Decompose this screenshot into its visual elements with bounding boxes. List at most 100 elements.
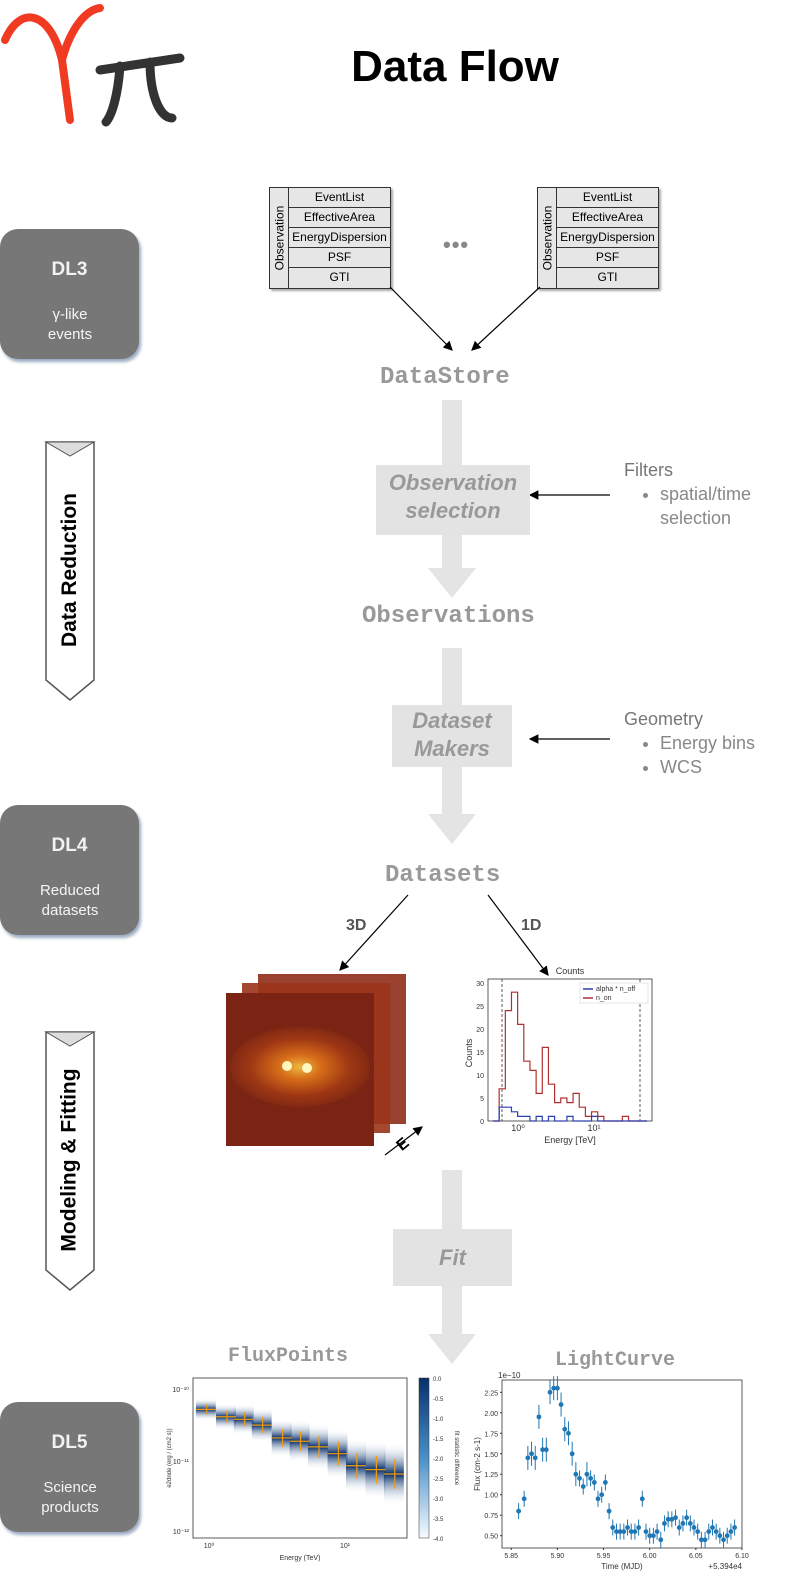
- lc-point: [569, 1451, 575, 1457]
- flux-cbar-tick: -3.5: [433, 1517, 444, 1523]
- lc-point: [724, 1533, 730, 1539]
- lc-point: [577, 1475, 582, 1481]
- lc-point: [621, 1529, 627, 1535]
- flux-ytick: 10⁻¹¹: [173, 1459, 190, 1466]
- lc-point: [728, 1529, 734, 1535]
- lc-point: [566, 1430, 571, 1436]
- counts-xtick: 10⁰: [511, 1123, 525, 1133]
- lc-ytick: 1.50: [484, 1452, 498, 1459]
- lc-scale-label: 1e−10: [498, 1371, 521, 1380]
- flux-ylabel: e2dnde (erg / (cm2 s)): [167, 1428, 173, 1487]
- arrow-1d: [487, 894, 549, 976]
- obs-row-energydispersion: EnergyDispersion: [557, 228, 658, 248]
- level-dl5: DL5 Science products: [0, 1402, 139, 1532]
- arrow-obs1-datastore: [389, 286, 453, 351]
- level-description: Reduced datasets: [39, 882, 101, 919]
- lc-point: [658, 1537, 664, 1543]
- obs-row-eventlist: EventList: [557, 188, 658, 208]
- counts-ytick: 10: [476, 1073, 484, 1080]
- lc-point: [636, 1525, 642, 1530]
- flux-cbar-tick: -1.5: [433, 1437, 444, 1443]
- obs-row-effectivearea: EffectiveArea: [557, 208, 658, 228]
- counts-ytick: 0: [480, 1119, 484, 1126]
- lc-point: [669, 1516, 675, 1522]
- filters-note: Filters spatial/time selection: [624, 458, 770, 530]
- lc-point: [558, 1402, 564, 1407]
- flux-ytick: 10⁻¹⁰: [172, 1386, 189, 1394]
- lc-point: [628, 1529, 634, 1535]
- obs-row-eventlist: EventList: [289, 188, 390, 208]
- branch-1d-label: 1D: [521, 917, 542, 934]
- observation-side-label: Observation: [538, 188, 557, 288]
- lc-point: [617, 1529, 623, 1535]
- lc-point: [580, 1484, 586, 1489]
- lc-point: [536, 1414, 542, 1420]
- lc-point: [698, 1537, 704, 1543]
- lc-ytick: 0.50: [484, 1534, 498, 1541]
- lc-point: [732, 1525, 738, 1530]
- counts-ytick: 15: [476, 1050, 484, 1057]
- flux-cbar-tick: -2.5: [433, 1477, 444, 1483]
- lc-point: [521, 1496, 527, 1502]
- lightcurve-plot: 1e−10 0.500.751.001.251.501.752.002.25 5…: [473, 1371, 749, 1571]
- product-lightcurve-label: LightCurve: [555, 1349, 676, 1372]
- flux-ytick: 10⁻¹²: [173, 1529, 190, 1536]
- logo-graphic: [1, 4, 185, 127]
- lc-point: [654, 1529, 660, 1535]
- obs-row-gti: GTI: [329, 270, 350, 284]
- node-datastore: DataStore: [380, 364, 510, 391]
- counts-legend-off: alpha * n_off: [596, 986, 635, 993]
- obs-row-psf: PSF: [289, 248, 390, 268]
- geometry-item-energy-bins: Energy bins: [660, 731, 755, 755]
- page-title: Data Flow: [351, 42, 559, 91]
- lc-point: [695, 1529, 701, 1535]
- lc-point: [721, 1537, 726, 1543]
- lc-ytick: 2.00: [484, 1411, 498, 1418]
- grey-flow-arrows: [428, 400, 476, 1364]
- lc-point: [691, 1525, 697, 1530]
- stage-banner-modeling: [44, 1031, 96, 1291]
- node-dataset-makers: Dataset Makers: [392, 705, 512, 767]
- node-observations: Observations: [362, 603, 535, 630]
- lc-point: [639, 1496, 645, 1502]
- lc-point: [573, 1471, 579, 1477]
- node-fit: Fit: [393, 1229, 512, 1286]
- stage-banner-reduction: [44, 441, 96, 701]
- level-dl4: DL4 Reduced datasets: [0, 805, 139, 935]
- observation-table-1: Observation EventList EffectiveArea Ener…: [269, 187, 391, 289]
- counts-legend-on: n_on: [596, 995, 612, 1002]
- lc-point: [562, 1426, 568, 1432]
- lc-point: [710, 1525, 715, 1530]
- lc-point: [595, 1496, 601, 1502]
- cube-3d-images: [226, 974, 406, 1146]
- lc-xtick: 6.05: [689, 1553, 703, 1560]
- flux-cbar-tick: -1.0: [433, 1417, 444, 1423]
- lc-point: [687, 1521, 693, 1526]
- level-description: Science products: [41, 1479, 99, 1516]
- observation-table-2: Observation EventList EffectiveArea Ener…: [537, 187, 659, 289]
- counts-title: Counts: [556, 966, 585, 976]
- lc-point: [551, 1385, 557, 1391]
- flux-colorbar: [418, 1377, 430, 1539]
- lc-point: [584, 1471, 590, 1477]
- lc-point: [599, 1492, 605, 1498]
- lc-point: [554, 1385, 560, 1391]
- counts-ytick: 30: [476, 981, 484, 988]
- lc-xtick: 5.85: [504, 1553, 518, 1560]
- lc-point: [680, 1521, 686, 1526]
- geometry-title: Geometry: [624, 709, 704, 729]
- product-fluxpoints-label: FluxPoints: [228, 1345, 349, 1368]
- lc-point: [662, 1521, 667, 1526]
- flux-cbar-tick: -3.0: [433, 1497, 444, 1503]
- lc-point: [665, 1516, 671, 1522]
- obs-row-effectivearea: EffectiveArea: [289, 208, 390, 228]
- node-datasets: Datasets: [385, 862, 501, 889]
- lc-ylabel: Flux (cm-2 s-1): [473, 1437, 482, 1491]
- flux-cbar-tick: 0.0: [433, 1377, 442, 1383]
- lc-ytick: 1.00: [484, 1493, 498, 1500]
- level-label: DL4: [51, 835, 88, 856]
- lc-point: [706, 1529, 712, 1535]
- geometry-item-wcs: WCS: [660, 755, 755, 779]
- lc-xlabel: Time (MJD): [601, 1562, 643, 1571]
